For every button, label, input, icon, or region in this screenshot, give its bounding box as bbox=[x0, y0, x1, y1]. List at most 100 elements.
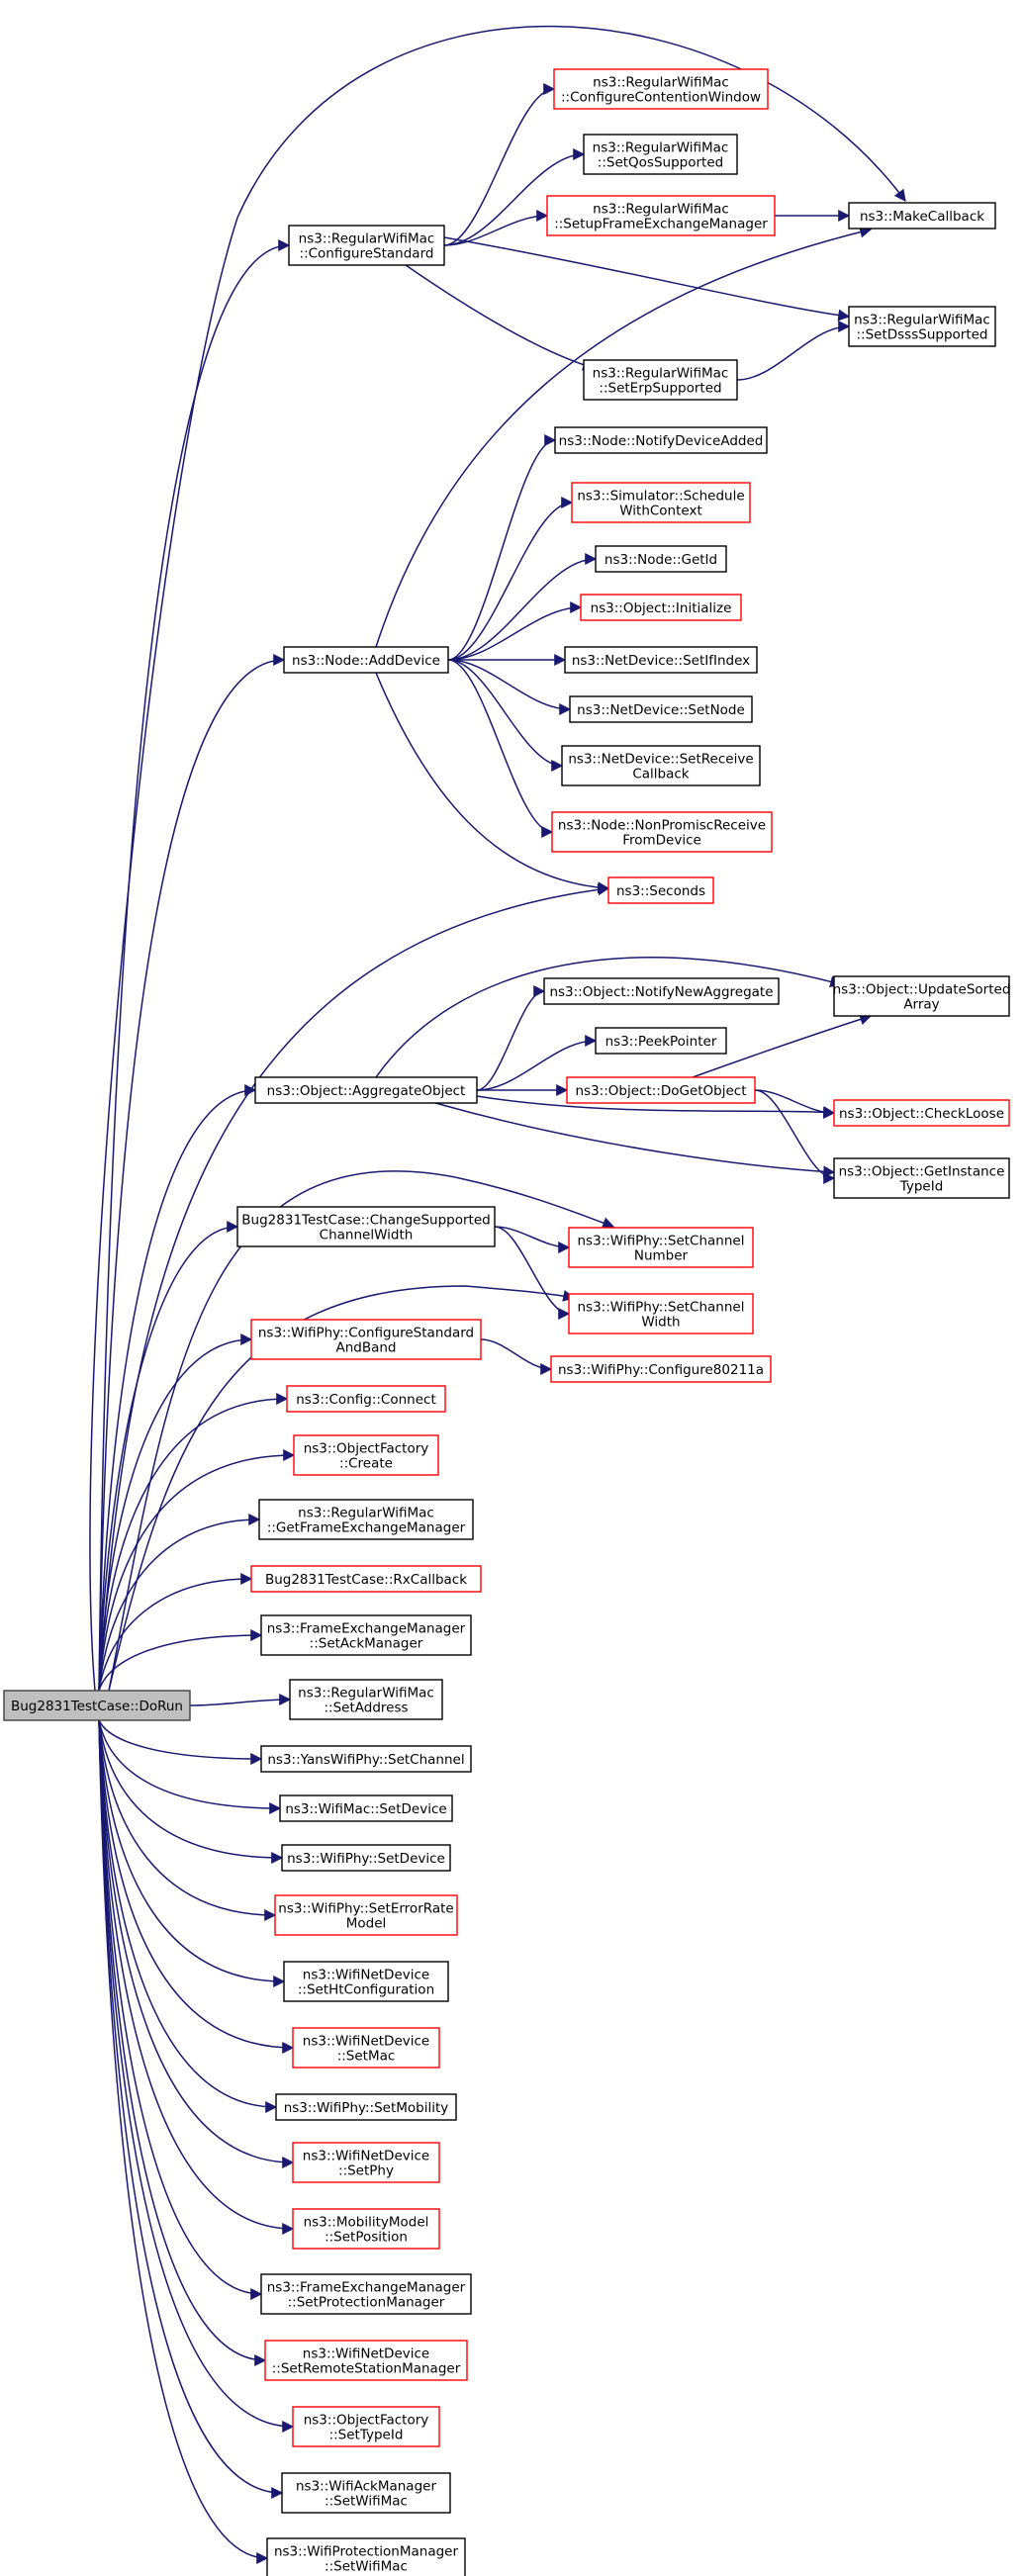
graph-node-changecw[interactable]: Bug2831TestCase::ChangeSupportedChannelW… bbox=[236, 1206, 496, 1247]
node-box bbox=[260, 1745, 472, 1773]
node-box bbox=[289, 1679, 443, 1720]
graph-node-makecb[interactable]: ns3::MakeCallback bbox=[848, 202, 996, 230]
graph-node-setmobility[interactable]: ns3::WifiPhy::SetMobility bbox=[275, 2093, 457, 2121]
node-label: ns3::Object::UpdateSorted bbox=[833, 982, 1011, 998]
node-label: ::SetAckManager bbox=[310, 1636, 423, 1652]
graph-node-setrsm[interactable]: ns3::WifiNetDevice::SetRemoteStationMana… bbox=[264, 2340, 468, 2381]
node-label: ns3::WifiNetDevice bbox=[303, 2034, 429, 2050]
node-label: ns3::WifiPhy::SetChannel bbox=[578, 1234, 745, 1249]
node-label: ns3::WifiPhy::SetMobility bbox=[284, 2100, 449, 2116]
call-edge-aggobj-to-updsorted bbox=[375, 957, 843, 1078]
graph-node-setaddr[interactable]: ns3::RegularWifiMac::SetAddress bbox=[289, 1679, 443, 1720]
graph-node-setprotmgr[interactable]: ns3::FrameExchangeManager::SetProtection… bbox=[260, 2273, 472, 2315]
graph-node-peekptr[interactable]: ns3::PeekPointer bbox=[595, 1027, 727, 1055]
graph-node-adddev[interactable]: ns3::Node::AddDevice bbox=[283, 646, 449, 674]
graph-node-dogetobj[interactable]: ns3::Object::DoGetObject bbox=[566, 1076, 756, 1104]
graph-node-yanssetch[interactable]: ns3::YansWifiPhy::SetChannel bbox=[260, 1745, 472, 1773]
graph-node-protmgrsetmac[interactable]: ns3::WifiProtectionManager::SetWifiMac bbox=[266, 2537, 466, 2576]
call-edge-adddev-to-makecb bbox=[375, 226, 873, 648]
node-box bbox=[258, 1499, 474, 1540]
graph-node-setqos[interactable]: ns3::RegularWifiMac::SetQosSupported bbox=[583, 134, 738, 175]
call-edge-cfgstd-to-setupfem bbox=[443, 210, 549, 246]
call-edge-dorun-to-setphy bbox=[98, 1719, 295, 2168]
node-label: ns3::WifiNetDevice bbox=[303, 2346, 429, 2362]
graph-node-checkloose[interactable]: ns3::Object::CheckLoose bbox=[833, 1099, 1010, 1127]
graph-node-setmac[interactable]: ns3::WifiNetDevice::SetMac bbox=[292, 2027, 440, 2069]
node-label: ns3::Object::GetInstance bbox=[839, 1164, 1005, 1180]
node-label: ns3::Config::Connect bbox=[296, 1392, 436, 1408]
node-label: ::Create bbox=[339, 1456, 393, 1472]
graph-node-notifydev[interactable]: ns3::Node::NotifyDeviceAdded bbox=[554, 426, 768, 454]
call-edge-aggobj-to-getinsttid bbox=[434, 1102, 836, 1178]
node-label: ::SetErpSupported bbox=[599, 381, 721, 397]
graph-node-dorun[interactable]: Bug2831TestCase::DoRun bbox=[3, 1690, 191, 1721]
graph-node-ackmgrsetmac[interactable]: ns3::WifiAckManager::SetWifiMac bbox=[281, 2472, 451, 2514]
graph-node-settypeid[interactable]: ns3::ObjectFactory::SetTypeId bbox=[292, 2406, 440, 2447]
node-label: ns3::WifiPhy::Configure80211a bbox=[558, 1362, 764, 1378]
node-box bbox=[274, 1894, 458, 1936]
graph-node-getfem[interactable]: ns3::RegularWifiMac::GetFrameExchangeMan… bbox=[258, 1499, 474, 1540]
graph-node-notifyagg[interactable]: ns3::Object::NotifyNewAggregate bbox=[543, 977, 780, 1005]
node-box bbox=[260, 2273, 472, 2315]
graph-node-rxcb[interactable]: Bug2831TestCase::RxCallback bbox=[250, 1565, 482, 1593]
node-box bbox=[254, 1076, 478, 1104]
graph-node-cfgcw[interactable]: ns3::RegularWifiMac::ConfigureContention… bbox=[553, 68, 769, 110]
graph-node-aggobj[interactable]: ns3::Object::AggregateObject bbox=[254, 1076, 478, 1104]
node-box bbox=[3, 1690, 191, 1721]
graph-node-setphy[interactable]: ns3::WifiNetDevice::SetPhy bbox=[292, 2142, 440, 2183]
node-label: ns3::WifiPhy::SetDevice bbox=[287, 1851, 445, 1867]
call-edge-dorun-to-changecw bbox=[98, 1221, 239, 1692]
node-label: ::SetWifiMac bbox=[325, 2494, 408, 2510]
call-edge-cfgstd-to-setdsss bbox=[443, 236, 851, 322]
graph-node-macsetdev[interactable]: ns3::WifiMac::SetDevice bbox=[279, 1794, 453, 1822]
node-label: AndBand bbox=[335, 1340, 396, 1356]
node-label: ns3::RegularWifiMac bbox=[593, 366, 729, 382]
call-edge-dorun-to-adddev bbox=[98, 654, 286, 1692]
graph-node-setnode[interactable]: ns3::NetDevice::SetNode bbox=[569, 695, 753, 723]
graph-node-getid[interactable]: ns3::Node::GetId bbox=[595, 545, 727, 573]
graph-node-setifidx[interactable]: ns3::NetDevice::SetIfIndex bbox=[564, 646, 758, 674]
node-box bbox=[250, 1319, 482, 1360]
graph-node-seconds[interactable]: ns3::Seconds bbox=[607, 876, 714, 904]
graph-node-cfgconnect[interactable]: ns3::Config::Connect bbox=[286, 1385, 446, 1413]
node-box bbox=[607, 876, 714, 904]
graph-node-physetdev[interactable]: ns3::WifiPhy::SetDevice bbox=[281, 1844, 451, 1872]
graph-node-cfgstd[interactable]: ns3::RegularWifiMac::ConfigureStandard bbox=[288, 225, 445, 266]
graph-node-setpos[interactable]: ns3::MobilityModel::SetPosition bbox=[292, 2208, 440, 2250]
call-edge-cfgstd-to-cfgcw bbox=[443, 83, 556, 246]
node-label: ns3::Node::AddDevice bbox=[292, 653, 440, 669]
node-label: ::SetMac bbox=[337, 2049, 396, 2065]
graph-node-setackmgr[interactable]: ns3::FrameExchangeManager::SetAckManager bbox=[260, 1614, 472, 1656]
graph-node-cfg80211a[interactable]: ns3::WifiPhy::Configure80211a bbox=[550, 1355, 772, 1383]
node-label: ::SetPosition bbox=[325, 2230, 408, 2246]
node-label: TypeId bbox=[899, 1179, 944, 1195]
node-box bbox=[833, 1099, 1010, 1127]
call-edge-dogetobj-to-checkloose bbox=[754, 1089, 836, 1119]
call-edge-dorun-to-ofcreate bbox=[98, 1449, 296, 1692]
node-label: ns3::FrameExchangeManager bbox=[267, 2280, 466, 2296]
node-label: ns3::WifiAckManager bbox=[296, 2479, 436, 2495]
node-box bbox=[551, 811, 773, 853]
node-label: ::SetQosSupported bbox=[598, 155, 723, 171]
graph-node-ofcreate[interactable]: ns3::ObjectFactory::Create bbox=[293, 1434, 439, 1476]
graph-node-setupfem[interactable]: ns3::RegularWifiMac::SetupFrameExchangeM… bbox=[546, 195, 776, 236]
call-edge-dorun-to-getfem bbox=[98, 1514, 261, 1692]
graph-node-seterp[interactable]: ns3::RegularWifiMac::SetErpSupported bbox=[583, 359, 738, 401]
node-label: ns3::WifiNetDevice bbox=[303, 1968, 429, 1983]
node-box bbox=[260, 1614, 472, 1656]
node-label: Callback bbox=[632, 767, 689, 782]
graph-node-init[interactable]: ns3::Object::Initialize bbox=[580, 594, 742, 621]
node-box bbox=[279, 1794, 453, 1822]
node-label: ::SetPhy bbox=[338, 2163, 394, 2179]
graph-node-setdsss[interactable]: ns3::RegularWifiMac::SetDsssSupported bbox=[848, 306, 996, 347]
graph-node-sethtcfg[interactable]: ns3::WifiNetDevice::SetHtConfiguration bbox=[283, 1961, 449, 2002]
